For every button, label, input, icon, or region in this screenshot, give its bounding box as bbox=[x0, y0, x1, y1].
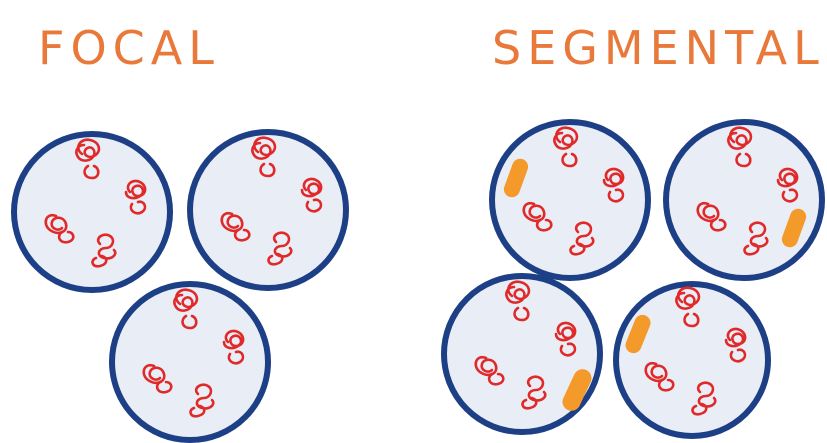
glomerulus bbox=[14, 134, 170, 290]
glomerulus bbox=[616, 284, 768, 436]
focal-glomeruli bbox=[14, 132, 346, 440]
focal-heading: FOCAL bbox=[38, 21, 220, 75]
glomerulus bbox=[190, 132, 346, 288]
segmental-heading: SEGMENTAL bbox=[492, 21, 825, 75]
glomerulus bbox=[492, 122, 648, 278]
glomerulus bbox=[666, 122, 822, 278]
segmental-glomeruli bbox=[444, 122, 822, 436]
glomerulus bbox=[112, 284, 268, 440]
glomerulus bbox=[444, 276, 600, 432]
